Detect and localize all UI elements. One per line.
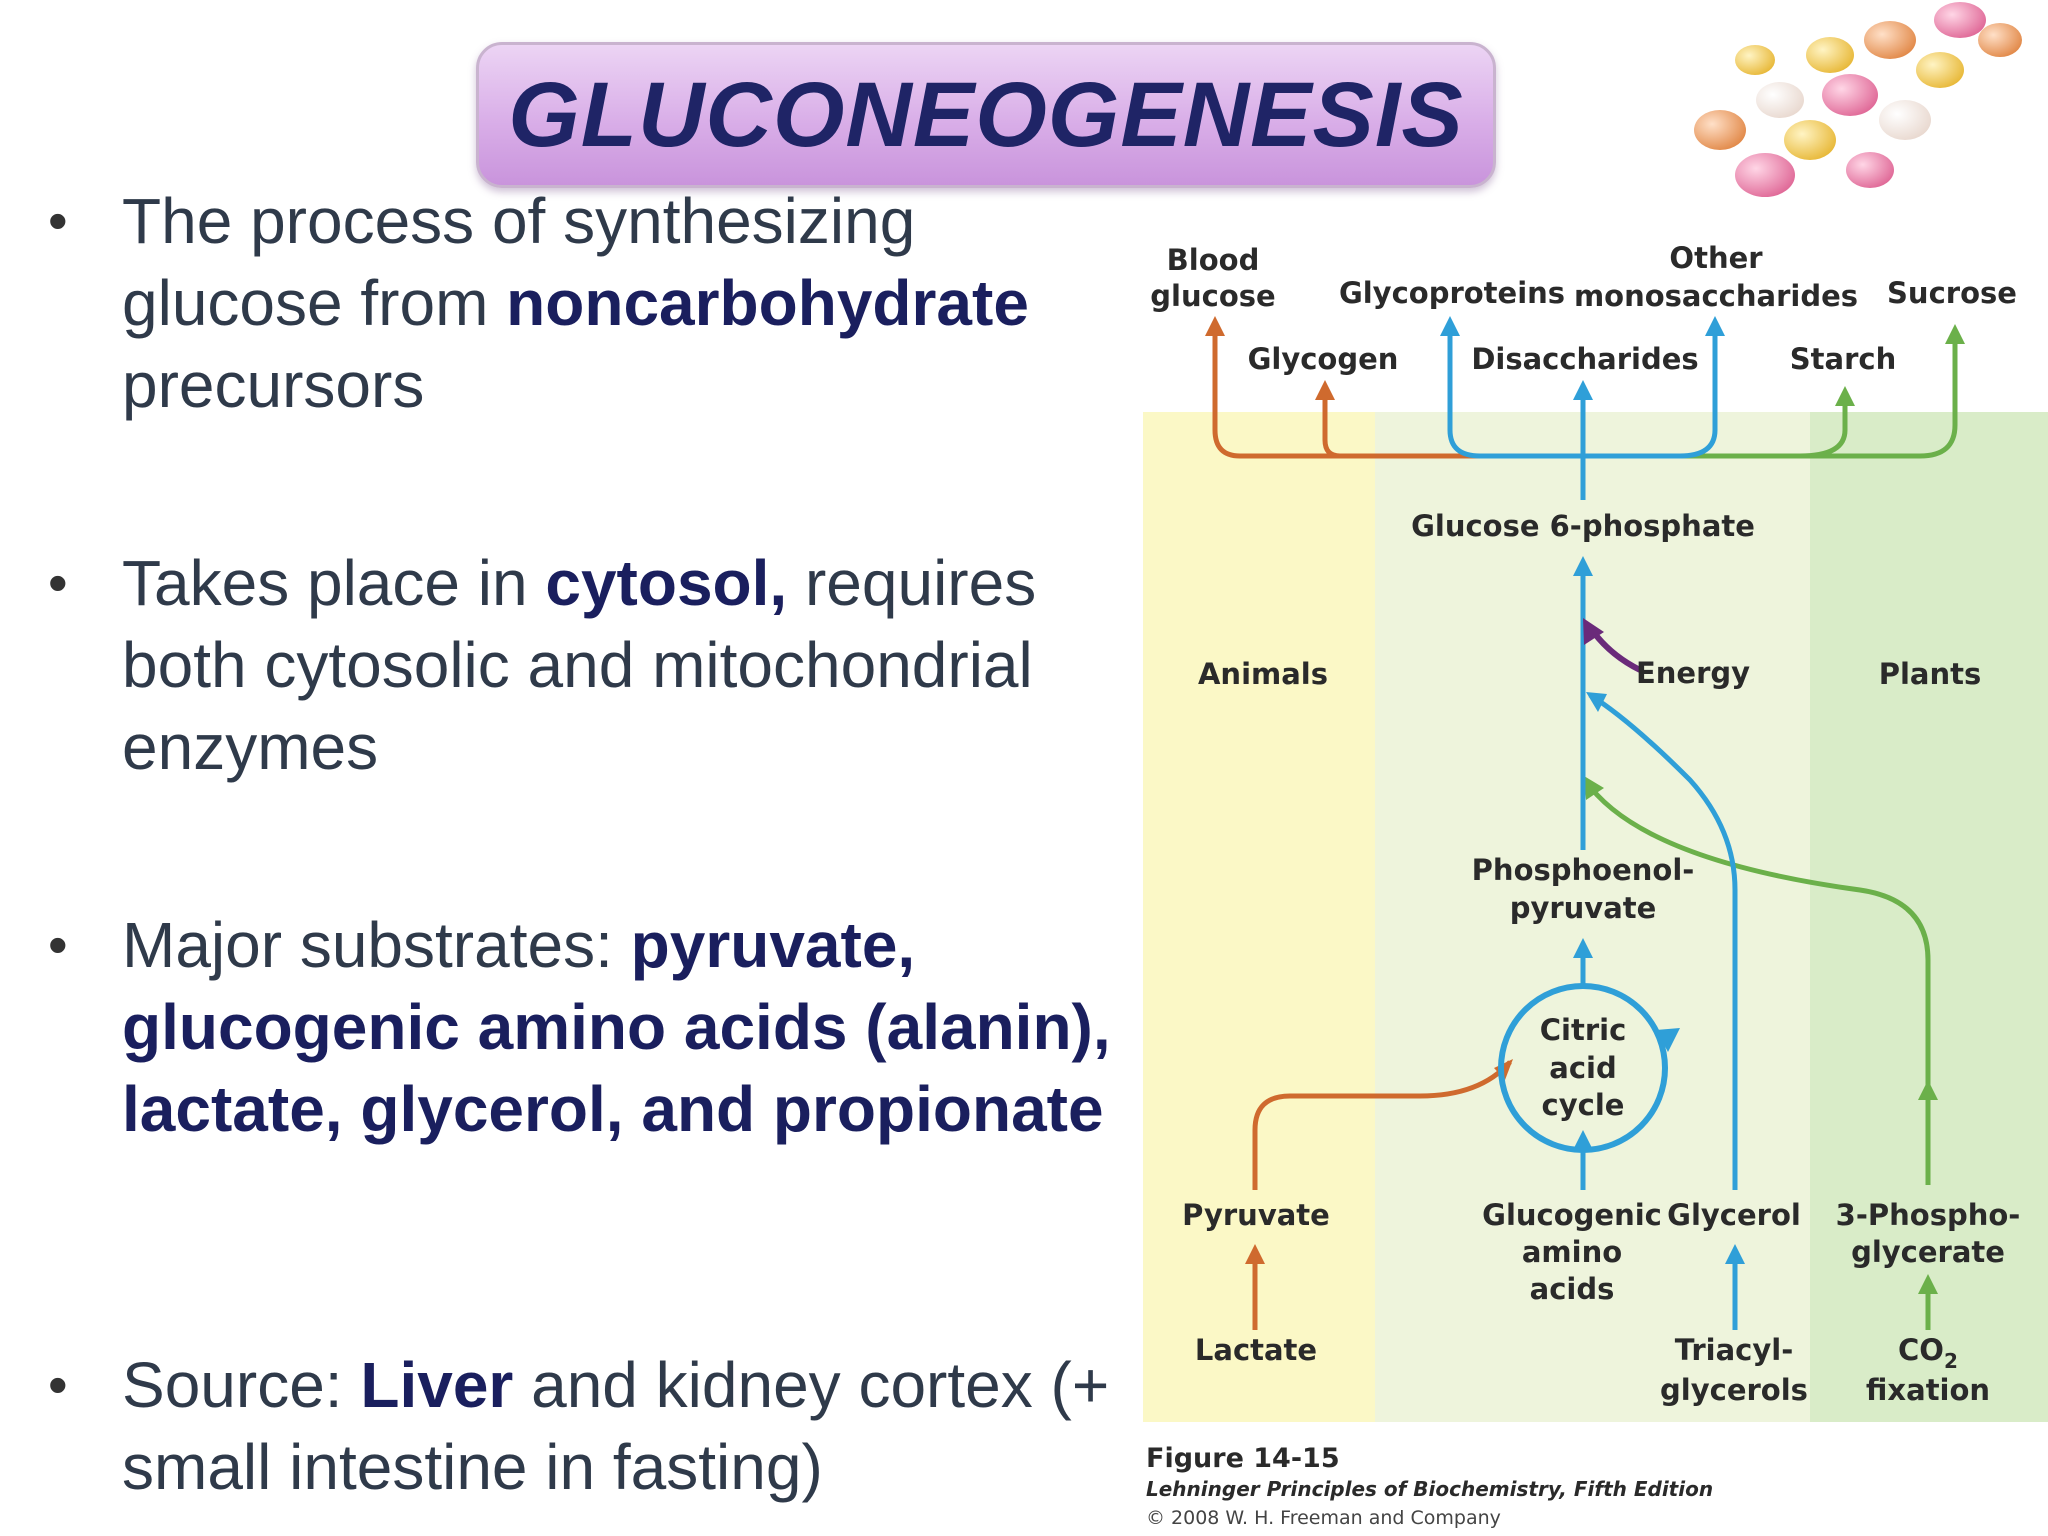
label-fixation: fixation	[1866, 1373, 1990, 1407]
blue-arrowhead	[1725, 1244, 1745, 1264]
label-amino: amino	[1522, 1235, 1622, 1269]
label-citric: Citric	[1540, 1013, 1627, 1047]
label-phosphoenol: Phosphoenol-	[1472, 853, 1695, 887]
candy	[1756, 82, 1804, 118]
bullet-text: Source: Liver and kidney cortex (+ small…	[122, 1349, 1110, 1503]
energy-arrowhead	[1583, 618, 1604, 645]
bullet-dot: •	[48, 189, 68, 252]
green-arrowhead	[1918, 1080, 1938, 1100]
label-glycoproteins: Glycoproteins	[1339, 276, 1565, 310]
orange-arrowhead	[1315, 380, 1335, 400]
orange-arrow-blood-glucose	[1212, 330, 1510, 459]
blue-arrowhead	[1573, 380, 1593, 400]
label-acid: acid	[1549, 1051, 1616, 1085]
title-banner: GLUCONEOGENESIS	[476, 42, 1496, 188]
blue-arrowhead	[1656, 1028, 1680, 1052]
figure-copyright: © 2008 W. H. Freeman and Company	[1146, 1507, 1501, 1529]
candy	[1784, 120, 1836, 160]
green-arrowhead	[1945, 324, 1965, 344]
label-sucrose: Sucrose	[1887, 276, 2017, 310]
bullet-dot: •	[48, 1353, 68, 1416]
label-other: Other	[1669, 241, 1763, 275]
bullet-text: The process of synthesizing glucose from…	[122, 185, 1029, 421]
gluconeogenesis-diagram: Blood glucose Glycoproteins Other monosa…	[1143, 241, 2048, 1529]
label-plants: Plants	[1879, 657, 1982, 691]
orange-arrow-pyruvate-to-cycle	[1252, 1060, 1512, 1190]
bullet-dot: •	[48, 551, 68, 614]
green-arrow-to-starch-sucrose	[1500, 340, 1958, 459]
candy	[1822, 74, 1878, 116]
candy	[1846, 152, 1894, 188]
label-disaccharides: Disaccharides	[1471, 342, 1698, 376]
label-glycerol: Glycerol	[1667, 1198, 1801, 1232]
orange-arrowhead	[1205, 316, 1225, 336]
blue-arrow-glycoproteins-other	[1447, 330, 1718, 459]
figure-number: Figure 14-15	[1146, 1443, 1340, 1474]
label-pyruvate: Pyruvate	[1182, 1198, 1330, 1232]
blue-arrowhead	[1705, 316, 1725, 336]
blue-arrow-glycerol-to-g6p	[1588, 692, 1738, 1190]
label-glycerols: glycerols	[1660, 1373, 1808, 1407]
blue-arrowhead	[1573, 1130, 1593, 1150]
label-glucose-6-phosphate: Glucose 6-phosphate	[1411, 509, 1755, 543]
bullet-text: Major substrates: pyruvate, glucogenic a…	[122, 909, 1111, 1145]
label-pyruvate-pep: pyruvate	[1510, 891, 1657, 925]
candy	[1806, 37, 1854, 73]
candy	[1864, 21, 1916, 59]
blue-arrowhead	[1573, 556, 1593, 576]
slide-title: GLUCONEOGENESIS	[508, 63, 1464, 166]
label-glycogen: Glycogen	[1248, 342, 1399, 376]
label-triacyl: Triacyl-	[1675, 1333, 1793, 1367]
label-animals: Animals	[1198, 657, 1328, 691]
blue-arrowhead	[1573, 938, 1593, 958]
green-arrow-starch	[1799, 400, 1848, 459]
plants-zone	[1810, 412, 2048, 1422]
label-glycerate: glycerate	[1851, 1235, 2005, 1269]
label-energy: Energy	[1636, 656, 1750, 690]
figure-source-book: Lehninger Principles of Biochemistry, Fi…	[1146, 1477, 1713, 1501]
orange-arrowhead	[1245, 1244, 1265, 1264]
orange-arrow-glycogen	[1322, 392, 1341, 459]
label-lactate: Lactate	[1195, 1333, 1317, 1367]
label-monosaccharides: monosaccharides	[1574, 279, 1858, 313]
candy	[1735, 45, 1775, 75]
bullet-text: Takes place in cytosol, requires both cy…	[122, 547, 1037, 783]
candy	[1879, 100, 1931, 140]
label-glucogenic: Glucogenic	[1482, 1198, 1662, 1232]
label-acids: acids	[1530, 1272, 1615, 1306]
label-cycle: cycle	[1542, 1088, 1625, 1122]
candy	[1694, 110, 1746, 150]
candy	[1735, 153, 1795, 197]
candy	[1916, 52, 1964, 88]
green-arrowhead	[1918, 1274, 1938, 1294]
label-blood: Blood	[1167, 243, 1260, 277]
label-glucose: glucose	[1150, 279, 1275, 313]
animals-zone	[1143, 412, 1375, 1422]
label-starch: Starch	[1790, 342, 1896, 376]
blue-arrowhead	[1440, 316, 1460, 336]
label-3-phospho: 3-Phospho-	[1836, 1198, 2021, 1232]
bullet-dot: •	[48, 913, 68, 976]
candy	[1934, 2, 1986, 38]
blue-arrowhead	[1586, 692, 1607, 712]
label-co2: CO2	[1898, 1333, 1958, 1373]
candy	[1978, 23, 2022, 57]
candy-decoration	[1694, 2, 2022, 197]
green-arrow-3pg-to-g6p	[1582, 778, 1931, 1185]
green-arrowhead	[1835, 386, 1855, 406]
green-arrowhead	[1584, 776, 1604, 800]
